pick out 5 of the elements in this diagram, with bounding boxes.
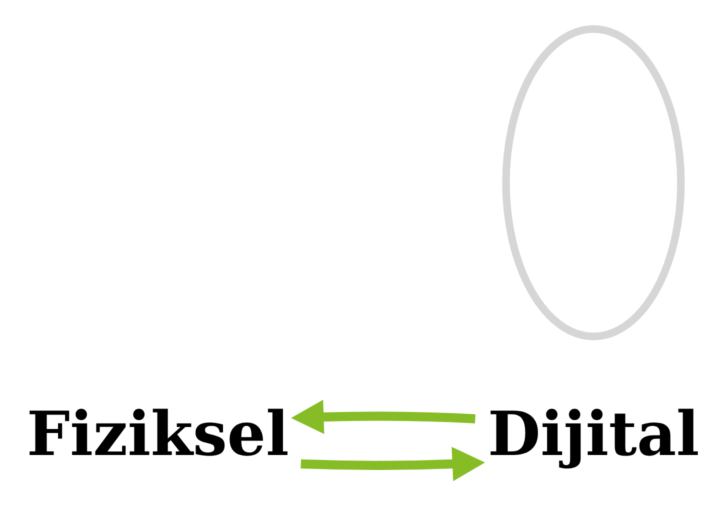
arrow (291, 399, 476, 434)
node-ellipse (502, 24, 685, 340)
arrow (300, 446, 486, 481)
node-text: Dijital (488, 398, 700, 470)
node-text: Fiziksel (26, 398, 290, 470)
